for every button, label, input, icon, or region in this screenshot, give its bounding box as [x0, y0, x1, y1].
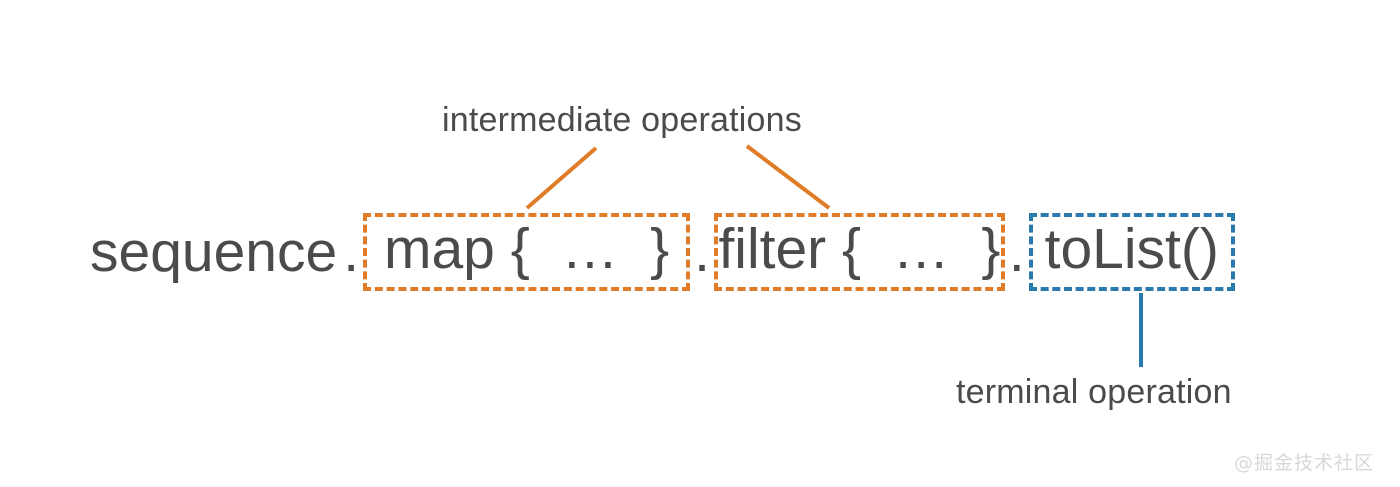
token-sequence: sequence — [90, 219, 338, 284]
operation-box-tolist[interactable]: toList() — [1028, 213, 1235, 291]
connector-intermediate-to-map — [525, 146, 598, 210]
operation-box-map[interactable]: map { … } — [363, 213, 691, 291]
operation-label-map: map { … } — [383, 216, 670, 281]
operation-box-filter[interactable]: filter { … } — [713, 213, 1005, 291]
code-expression: sequence . map { … } . filter { … } . to… — [90, 206, 1235, 298]
intermediate-operations-label: intermediate operations — [442, 101, 802, 139]
terminal-operation-label: terminal operation — [956, 373, 1232, 411]
dot-separator-3: . — [1008, 219, 1025, 284]
dot-separator-1: . — [343, 219, 360, 284]
watermark: @掘金技术社区 — [1233, 452, 1374, 474]
operation-label-tolist: toList() — [1044, 216, 1219, 281]
connector-intermediate-to-filter — [745, 144, 831, 210]
operation-label-filter: filter { … } — [718, 216, 1001, 281]
dot-separator-2: . — [694, 219, 710, 284]
